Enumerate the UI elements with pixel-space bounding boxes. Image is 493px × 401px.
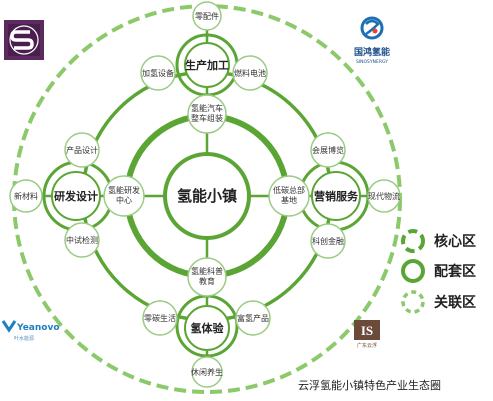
right-top-node	[310, 132, 346, 168]
left-right-node	[103, 175, 145, 217]
legend-support-icon	[401, 259, 425, 283]
right-left-node	[268, 175, 310, 217]
center-node	[163, 152, 251, 240]
left-hub-node	[51, 171, 101, 221]
left-bottom-node	[64, 222, 100, 258]
right-right-node	[367, 179, 401, 213]
bottom-top-label-2: 教育	[199, 276, 215, 286]
diagram-caption: 云浮氢能小镇特色产业生态圈	[298, 379, 441, 392]
svg-text:IS: IS	[361, 323, 373, 338]
bottom-hub-label: 氢体验	[191, 321, 225, 335]
bottom-left-label: 零碳生活	[144, 313, 176, 323]
top-left-node	[140, 55, 176, 91]
bottom-top-label-1: 氢能科普	[191, 266, 223, 276]
legend-related-label: 关联区	[434, 294, 476, 311]
right-hub-node	[311, 171, 361, 221]
sinosynergy-logo-sub: SINOSYNERGY	[356, 59, 388, 65]
top-bottom-node	[187, 94, 227, 134]
legend-core-icon	[401, 229, 425, 253]
bottom-bottom-node	[191, 356, 223, 388]
left-top-label: 产品设计	[66, 145, 98, 155]
top-bottom-label-2: 整车组装	[191, 113, 223, 123]
right-top-label: 会展博览	[312, 145, 344, 155]
bottom-right-label: 富氢产品	[237, 313, 269, 323]
left-right-label-1: 氢能研发	[108, 185, 140, 195]
left-bottom-label: 中试检测	[66, 235, 98, 245]
left-top-node	[64, 132, 100, 168]
top-top-label: 零配件	[195, 11, 219, 21]
left-left-label: 新材料	[14, 191, 38, 201]
top-bottom-label-1: 氢能汽车	[191, 103, 223, 113]
top-hub-node	[184, 42, 230, 88]
yeanovo-logo-icon	[1, 320, 17, 333]
left-left-node	[9, 179, 43, 213]
yeanovo-logo-sub: 叶水能源	[14, 335, 34, 342]
right-right-label: 现代物流	[368, 191, 400, 201]
right-left-label-1: 低碳总部	[273, 185, 305, 195]
bottom-hub-node	[184, 305, 230, 351]
brand-logo-icon: IS	[354, 320, 380, 340]
sinosynergy-logo-text: 国鸿氢能	[354, 46, 390, 58]
sinosynergy-logo-icon	[360, 16, 384, 40]
right-bottom-node	[310, 223, 346, 259]
bottom-left-node	[142, 300, 178, 336]
top-right-node	[232, 55, 268, 91]
top-hub-label: 生产加工	[185, 58, 229, 72]
left-right-label-2: 中心	[116, 195, 132, 205]
s-logo-icon	[4, 20, 44, 60]
right-hub-label: 营销服务	[314, 189, 359, 203]
legend-related-icon	[401, 290, 425, 314]
bottom-top-node	[187, 257, 227, 297]
top-top-node	[192, 1, 222, 31]
yeanovo-logo-text: Yeanovo	[16, 323, 60, 333]
brand-logo-sub: 广东云浮	[357, 342, 377, 349]
bottom-bottom-label: 休闲养生	[191, 367, 223, 377]
bottom-right-node	[235, 300, 271, 336]
center-label: 氢能小镇	[177, 187, 237, 205]
left-hub-label: 研发设计	[54, 189, 98, 203]
top-left-label: 加氢设备	[142, 68, 174, 78]
top-right-label: 燃料电池	[234, 68, 266, 78]
right-bottom-label: 科创金融	[312, 236, 344, 246]
right-left-label-2: 基地	[281, 195, 297, 205]
legend-support-label: 配套区	[434, 263, 476, 280]
legend-core-label: 核心区	[434, 233, 476, 250]
